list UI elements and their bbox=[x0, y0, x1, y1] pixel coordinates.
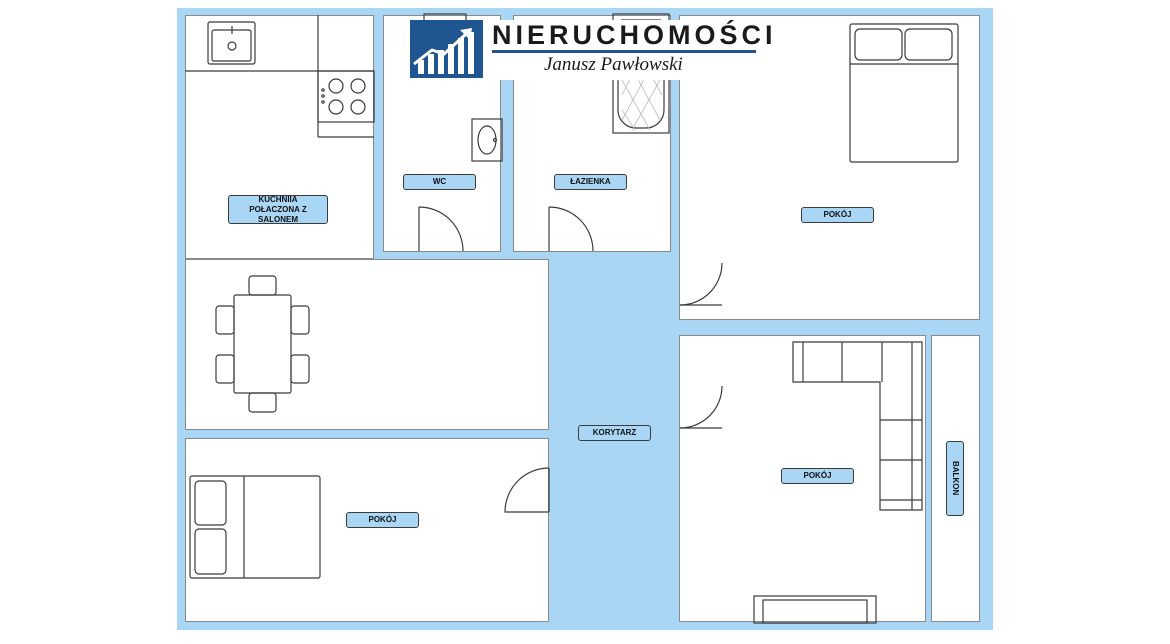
room-dining bbox=[185, 259, 549, 430]
label-living: POKÓJ bbox=[781, 468, 854, 484]
room-bedroom-bottom bbox=[185, 438, 549, 622]
logo-rule bbox=[492, 50, 756, 53]
label-bedroom-bottom: POKÓJ bbox=[346, 512, 419, 528]
floor-plan bbox=[177, 8, 993, 630]
logo-chart-icon bbox=[410, 20, 483, 78]
logo-subtitle: Janusz Pawłowski bbox=[544, 54, 683, 75]
logo-name: NIERUCHOMOŚCI bbox=[492, 20, 777, 50]
label-corridor: KORYTARZ bbox=[578, 425, 651, 441]
label-wc: WC bbox=[403, 174, 476, 190]
label-balcony: BALKON bbox=[946, 441, 964, 516]
label-bathroom: ŁAZIENKA bbox=[554, 174, 627, 190]
company-logo: NIERUCHOMOŚCI Janusz Pawłowski bbox=[410, 20, 773, 80]
label-kitchen: KUCHNIIA POŁACZONA Z SALONEM bbox=[228, 195, 328, 224]
label-bedroom-top: POKÓJ bbox=[801, 207, 874, 223]
